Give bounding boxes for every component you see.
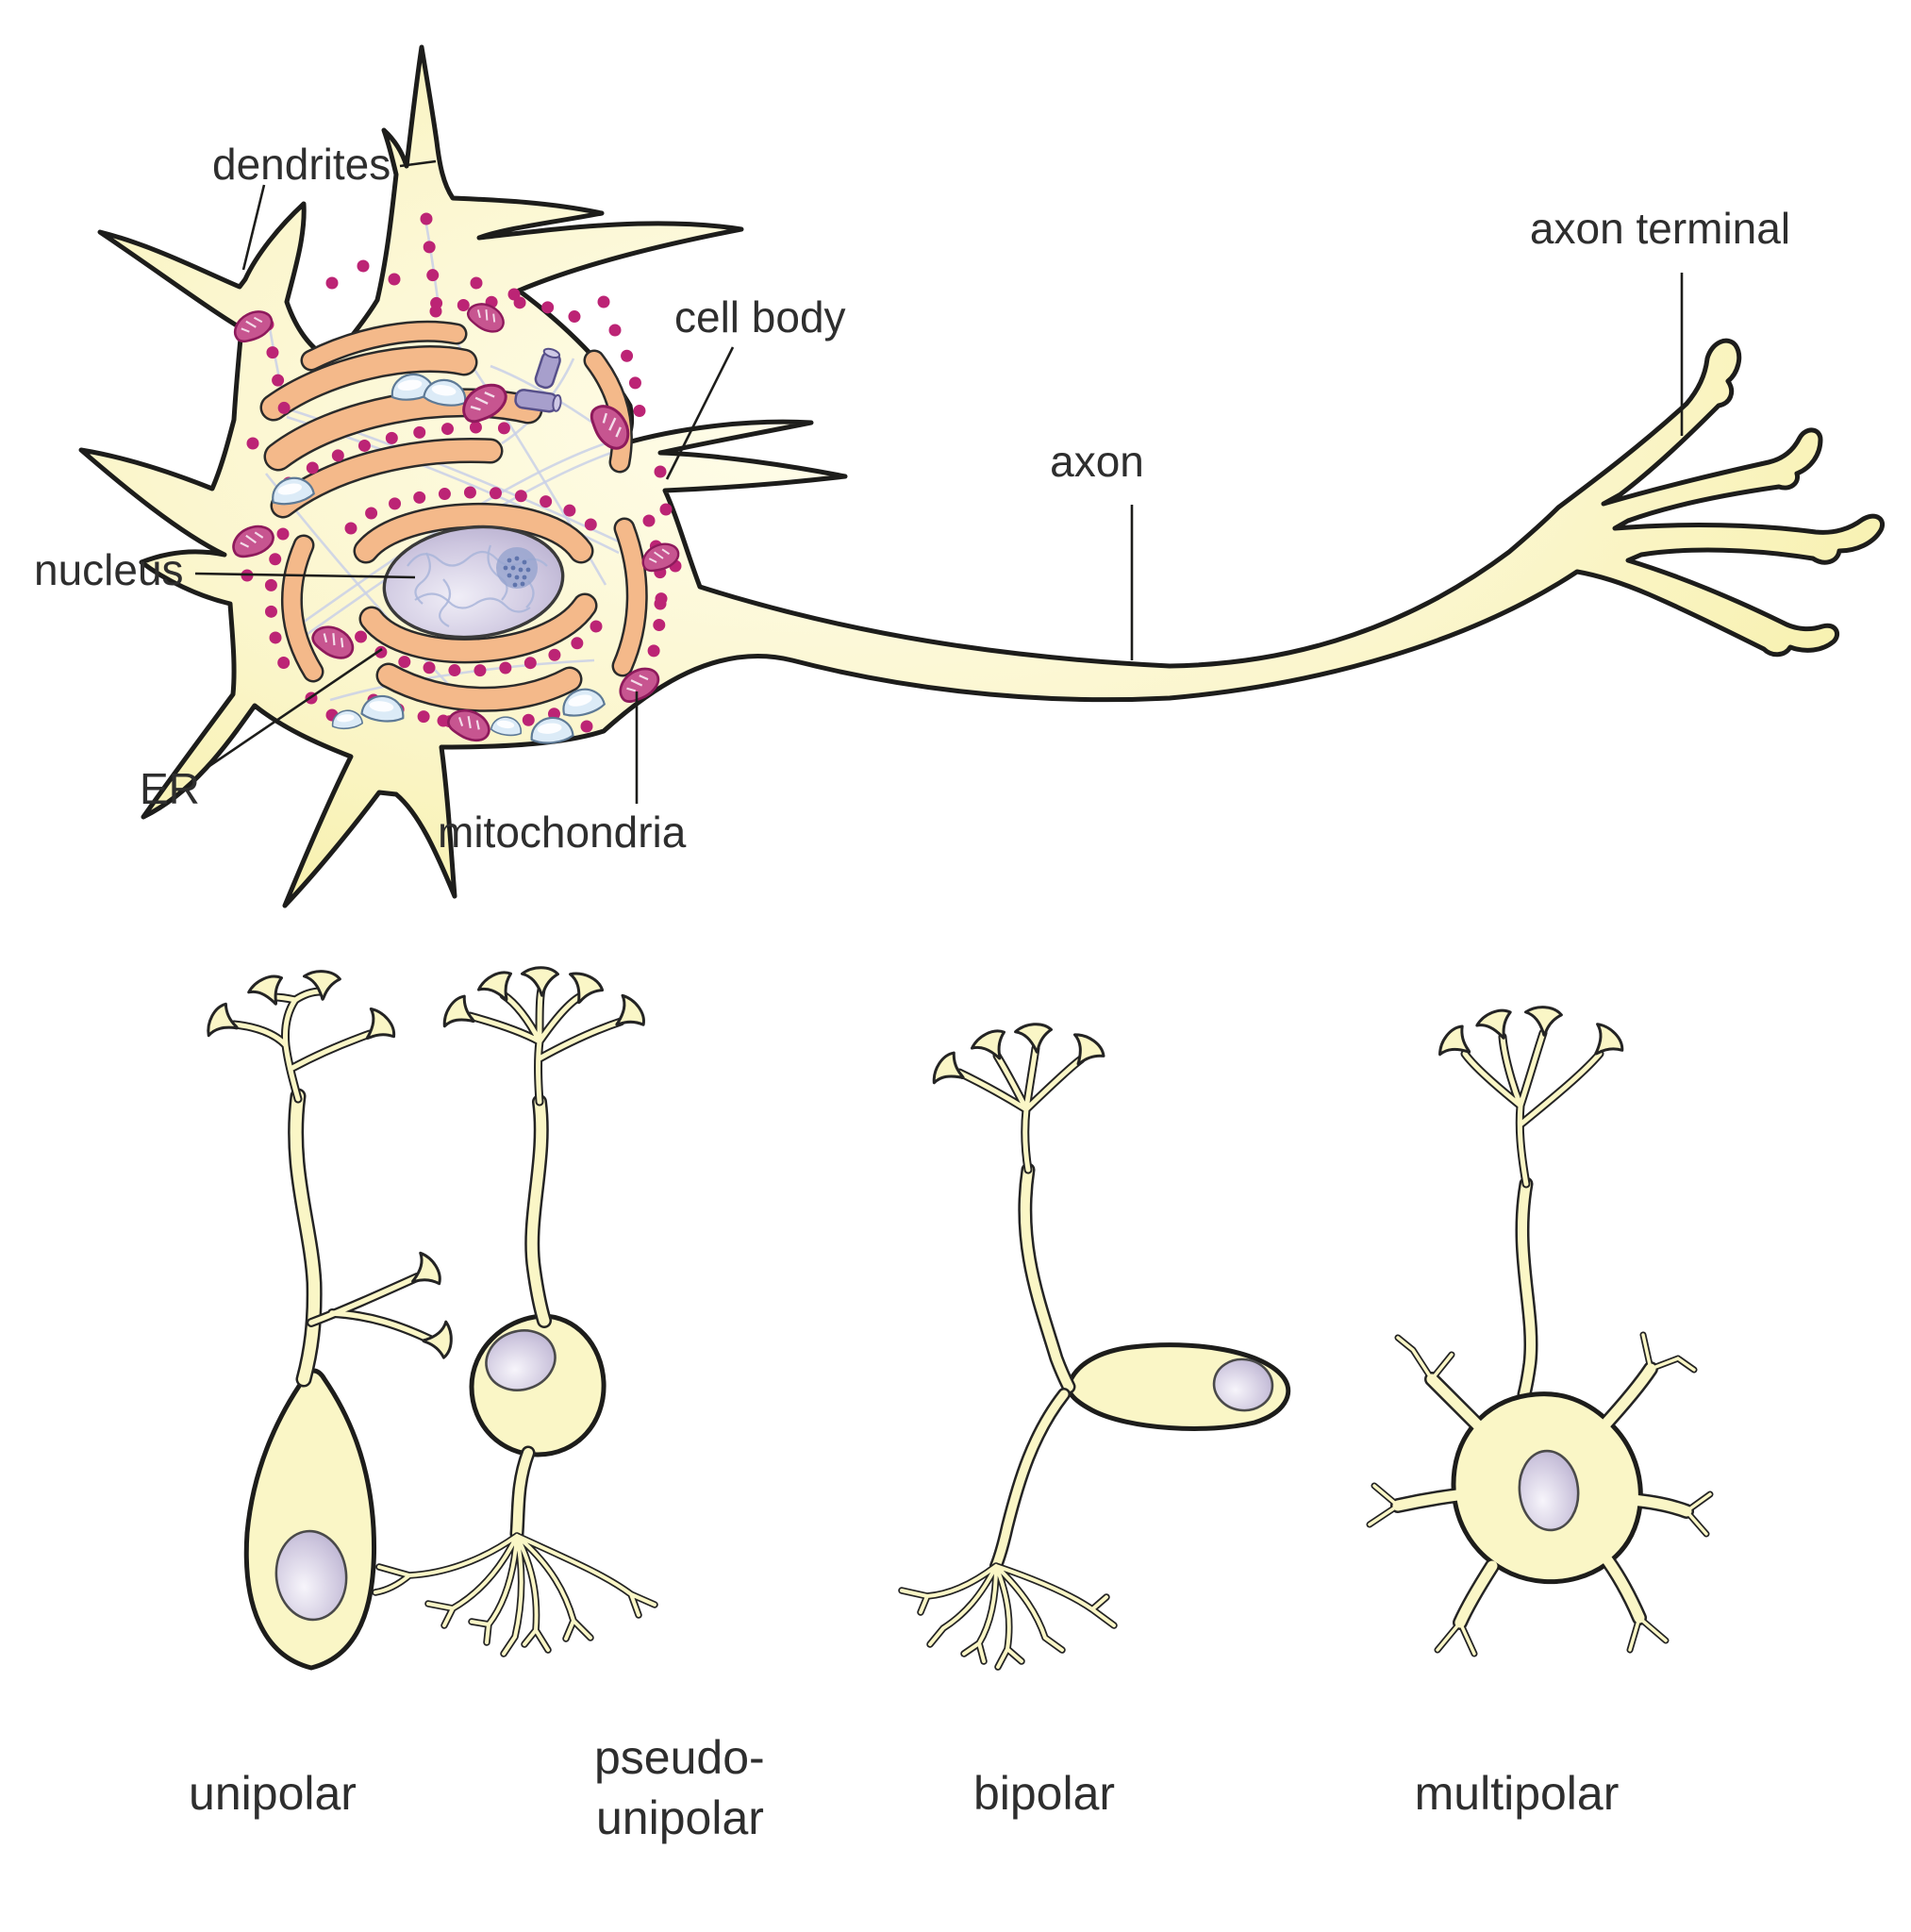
label-cell-body: cell body: [674, 292, 846, 341]
leader-lines: [194, 159, 1684, 804]
leader-dendrites-dash: [399, 159, 437, 168]
label-unipolar: unipolar: [189, 1767, 357, 1820]
label-dendrites: dendrites: [212, 140, 391, 189]
pseudo-unipolar-nucleus: [485, 1329, 557, 1391]
leader-nucleus: [194, 572, 416, 579]
bipolar-nucleus: [1212, 1357, 1274, 1412]
unipolar-nucleus: [274, 1529, 348, 1622]
label-axon-terminal: axon terminal: [1530, 204, 1790, 253]
ribosome-scatter: [241, 259, 682, 733]
unipolar-body: [243, 1368, 377, 1671]
leader-cell-body: [665, 346, 735, 480]
label-axon: axon: [1050, 437, 1144, 486]
label-nucleus: nucleus: [34, 545, 184, 594]
multipolar-nucleus: [1518, 1449, 1580, 1532]
multipolar-neuron: [1370, 1004, 1710, 1654]
leader-dendrites-diag: [241, 184, 266, 271]
label-bipolar: bipolar: [973, 1767, 1115, 1820]
pseudo-unipolar-neuron: [375, 965, 655, 1654]
bipolar-neuron: [902, 1022, 1291, 1667]
main-neuron: [78, 44, 1885, 908]
unipolar-neuron: [201, 968, 455, 1671]
label-mitochondria: mitochondria: [438, 808, 687, 857]
centriole: [514, 347, 562, 413]
nucleolus: [496, 547, 538, 589]
label-multipolar: multipolar: [1415, 1767, 1620, 1820]
label-pseudo-unipolar-line2: unipolar: [596, 1791, 764, 1844]
labels: dendrites cell body nucleus ER mitochond…: [34, 140, 1790, 1844]
leader-er: [208, 647, 383, 768]
label-pseudo-unipolar-line1: pseudo-: [594, 1731, 765, 1784]
nucleus-organelle: [382, 525, 565, 640]
label-er: ER: [140, 764, 200, 813]
